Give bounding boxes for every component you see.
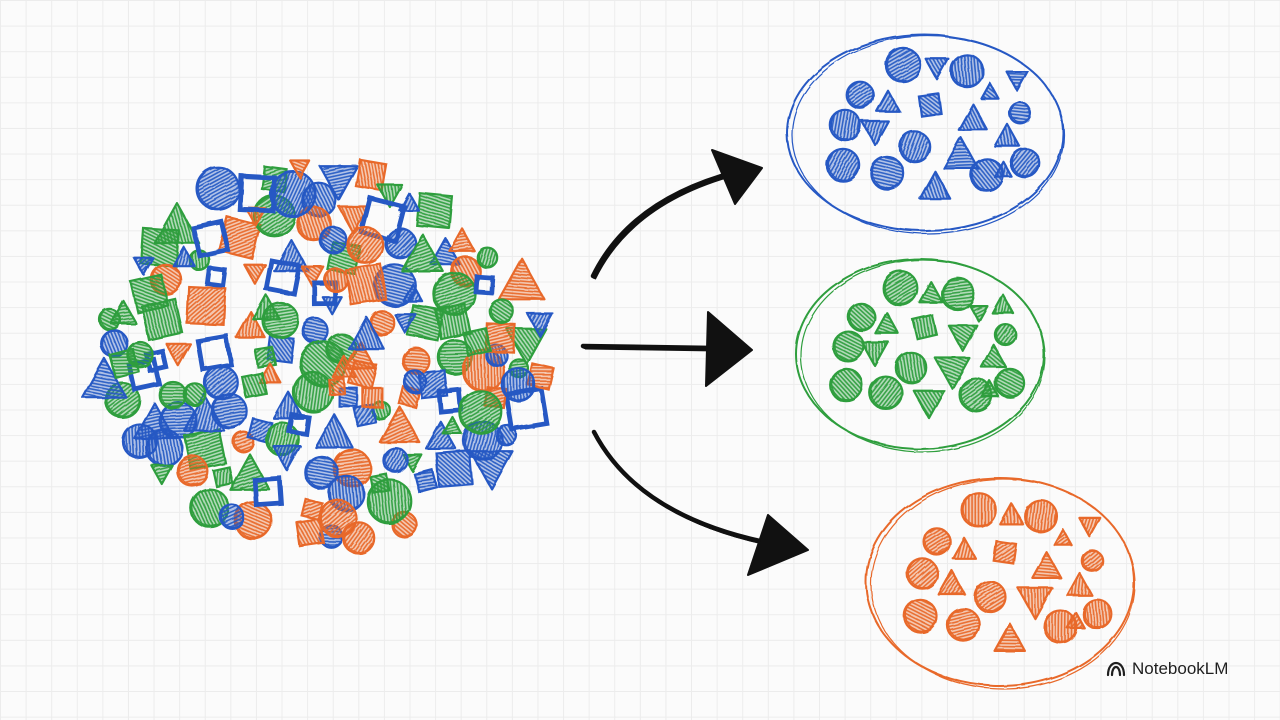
pile-circle [366, 478, 413, 525]
blue-group-circle [884, 46, 922, 84]
notebooklm-brand: NotebookLM [1106, 659, 1228, 679]
sorted-groups [786, 34, 1136, 690]
blue-group-square [917, 92, 943, 118]
pile-circle [304, 455, 339, 490]
blue-group-circle [828, 108, 862, 142]
pile-circle [182, 382, 207, 407]
pile-circle [158, 380, 187, 410]
pile-triangle [109, 299, 138, 325]
pile-triangle [393, 313, 417, 334]
orange-group-triangle [951, 536, 977, 560]
pile-triangle [448, 227, 476, 253]
green-group-circle [831, 329, 865, 363]
arrow-to-orange-group [591, 429, 809, 576]
green-group [795, 258, 1046, 453]
pile-square [436, 387, 464, 415]
notebooklm-logo-icon [1106, 661, 1126, 677]
pile-triangle [497, 257, 546, 301]
pile-square [361, 386, 383, 409]
pile-square [263, 257, 303, 297]
pile-square [295, 517, 325, 548]
orange-group-triangle [999, 502, 1025, 526]
arrow-to-green-group [580, 311, 753, 387]
green-group-outline [795, 258, 1045, 450]
brand-name: NotebookLM [1132, 659, 1229, 678]
orange-group-triangle [1031, 551, 1062, 579]
orange-group-circle [1042, 609, 1078, 644]
pile-square [204, 265, 228, 289]
orange-group-square [992, 539, 1018, 565]
pile-square [354, 158, 388, 192]
orange-group [865, 477, 1136, 690]
blue-group [786, 34, 1065, 235]
arrow-to-blue-group [590, 149, 763, 280]
pile-square [252, 475, 284, 508]
green-group-triangle [991, 293, 1015, 315]
orange-group-triangle [993, 622, 1027, 652]
blue-group-triangle [1005, 70, 1029, 92]
pile-square [286, 412, 312, 437]
pile-square [327, 377, 347, 396]
pile-triangle [289, 159, 311, 180]
orange-group-triangle [1077, 516, 1101, 538]
pile-circle [323, 267, 349, 293]
orange-group-circle [960, 491, 997, 529]
pile-square [344, 262, 388, 306]
orange-group-circle [1081, 598, 1113, 630]
sorting-arrows [580, 149, 809, 576]
blue-group-circle [949, 53, 985, 89]
green-group-circle [993, 323, 1017, 347]
pile-triangle [81, 357, 128, 399]
green-group-circle [894, 351, 928, 384]
orange-group-circle [1023, 498, 1059, 534]
green-group-circle [940, 276, 975, 312]
pile-square [413, 468, 438, 494]
pile-square [195, 333, 234, 373]
pile-circle [500, 366, 536, 403]
blue-group-outline [786, 34, 1064, 232]
pile-triangle [150, 464, 174, 486]
orange-group-outline [865, 477, 1135, 687]
pile-triangle [441, 415, 463, 436]
green-group-triangle [860, 340, 890, 368]
blue-group-triangle [860, 119, 890, 147]
pile-square [190, 219, 231, 259]
pile-square [237, 173, 277, 214]
pile-square [211, 465, 234, 488]
green-group-square [911, 313, 938, 341]
blue-group-circle [825, 147, 861, 183]
blue-group-triangle [942, 136, 980, 170]
mixed-shapes-pile [81, 158, 555, 555]
blue-group-circle [1008, 101, 1032, 125]
pile-circle [195, 166, 241, 211]
pile-square [473, 274, 495, 296]
pile-square [139, 226, 180, 268]
